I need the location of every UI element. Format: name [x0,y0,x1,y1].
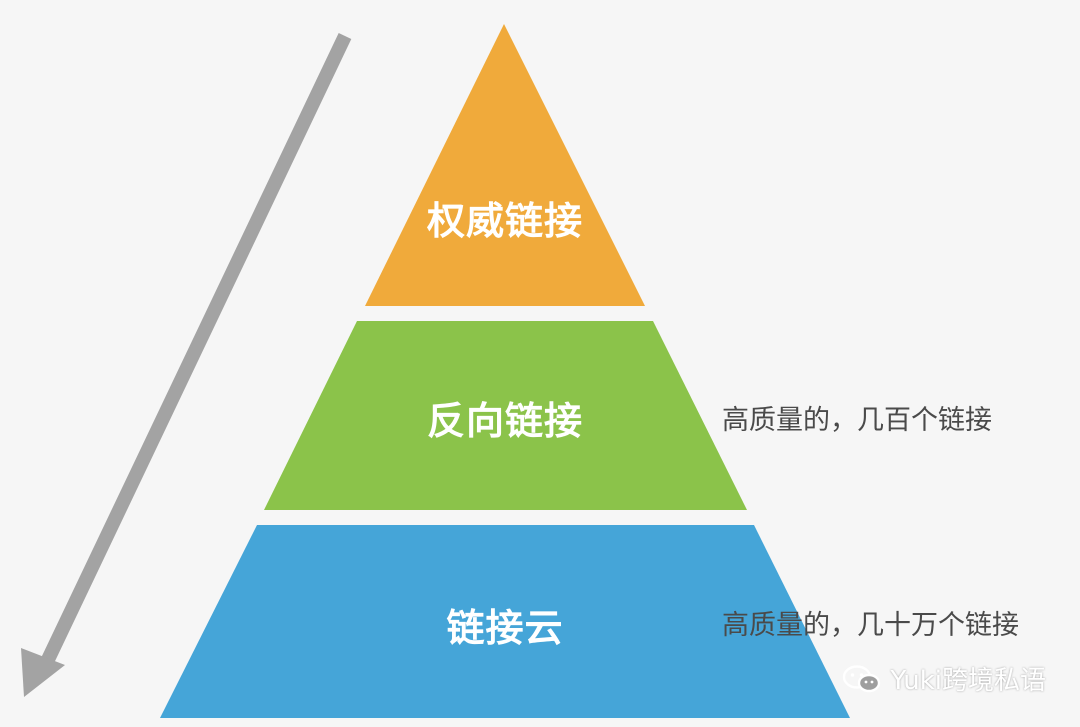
descending-arrow-head [21,648,65,697]
watermark: Yuki跨境私语 [842,660,1046,697]
middle-tier-note: 高质量的，几百个链接 [722,405,992,436]
bottom-tier-note: 高质量的，几十万个链接 [722,610,1019,641]
descending-arrow-shaft [37,32,352,672]
tier-bottom-label: 链接云 [446,606,564,650]
tier-bottom-shape [160,525,850,718]
watermark-text: Yuki跨境私语 [890,666,1046,696]
tier-middle-label: 反向链接 [426,399,583,443]
wechat-icon [843,664,881,692]
tier-top-label: 权威链接 [426,199,583,243]
tier-middle-shape [264,321,747,510]
tier-top-shape [365,24,645,306]
